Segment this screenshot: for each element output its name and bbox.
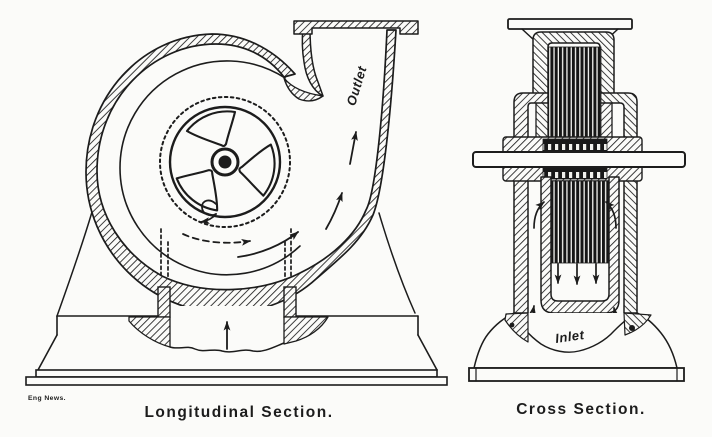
suction-inlet bbox=[128, 286, 329, 353]
cross-caption: Cross Section. bbox=[516, 401, 646, 418]
outlet-label: Outlet bbox=[343, 64, 369, 107]
suction-wall-right bbox=[283, 286, 297, 318]
outlet-flange bbox=[293, 20, 419, 35]
impeller-vane-opening bbox=[238, 143, 276, 197]
pump-pedestal bbox=[25, 315, 448, 386]
volute-casing-wall bbox=[85, 29, 397, 314]
eye-arrow-right bbox=[605, 201, 617, 229]
pedestal-wedge-left bbox=[128, 316, 171, 348]
pedestal-wedge-left bbox=[504, 312, 529, 343]
impeller-vane-opening bbox=[185, 110, 237, 148]
flow-arrow-channel bbox=[325, 192, 343, 230]
outlet-left-wall bbox=[301, 27, 324, 97]
rotation-arrow-tip bbox=[200, 213, 217, 224]
support-leg-left bbox=[56, 211, 93, 317]
eye-arrow-left bbox=[533, 201, 545, 229]
suction-torn-edge bbox=[169, 342, 285, 353]
credit-label: Eng News. bbox=[28, 395, 66, 402]
flow-arrow-dashed bbox=[182, 233, 251, 246]
flow-arrow-sweep bbox=[237, 231, 299, 258]
impeller bbox=[168, 105, 282, 219]
impeller-drum-lower bbox=[550, 180, 610, 264]
discharge-flange-plate bbox=[507, 18, 633, 30]
pump-shaft bbox=[472, 151, 686, 168]
cross-base-plate bbox=[468, 367, 685, 382]
longitudinal-caption: Longitudinal Section. bbox=[144, 404, 333, 421]
impeller-drum-upper bbox=[547, 46, 602, 140]
pedestal-torn-edge bbox=[513, 312, 638, 353]
rotation-arrow bbox=[201, 199, 217, 217]
longitudinal-section: Outlet bbox=[25, 20, 448, 386]
inlet-label: Inlet bbox=[554, 327, 585, 346]
flow-arrow-outlet bbox=[349, 131, 358, 165]
cutwater-tongue bbox=[283, 77, 324, 102]
shaft-end bbox=[218, 155, 232, 169]
support-leg-right bbox=[378, 212, 416, 314]
shaft-collars bbox=[502, 136, 643, 182]
flow-arrows bbox=[182, 131, 358, 258]
pedestal-bolt-spot bbox=[509, 322, 515, 328]
gland-band-upper bbox=[542, 138, 608, 153]
cross-section: Inlet bbox=[468, 18, 686, 382]
volute-inner-wall bbox=[119, 60, 301, 276]
suction-shroud bbox=[540, 176, 620, 314]
pedestal-wedge-right bbox=[283, 316, 329, 345]
suction-wall-left bbox=[157, 286, 171, 318]
impeller-eye-projection bbox=[159, 96, 292, 292]
pedestal-bolt-spot bbox=[629, 325, 635, 331]
